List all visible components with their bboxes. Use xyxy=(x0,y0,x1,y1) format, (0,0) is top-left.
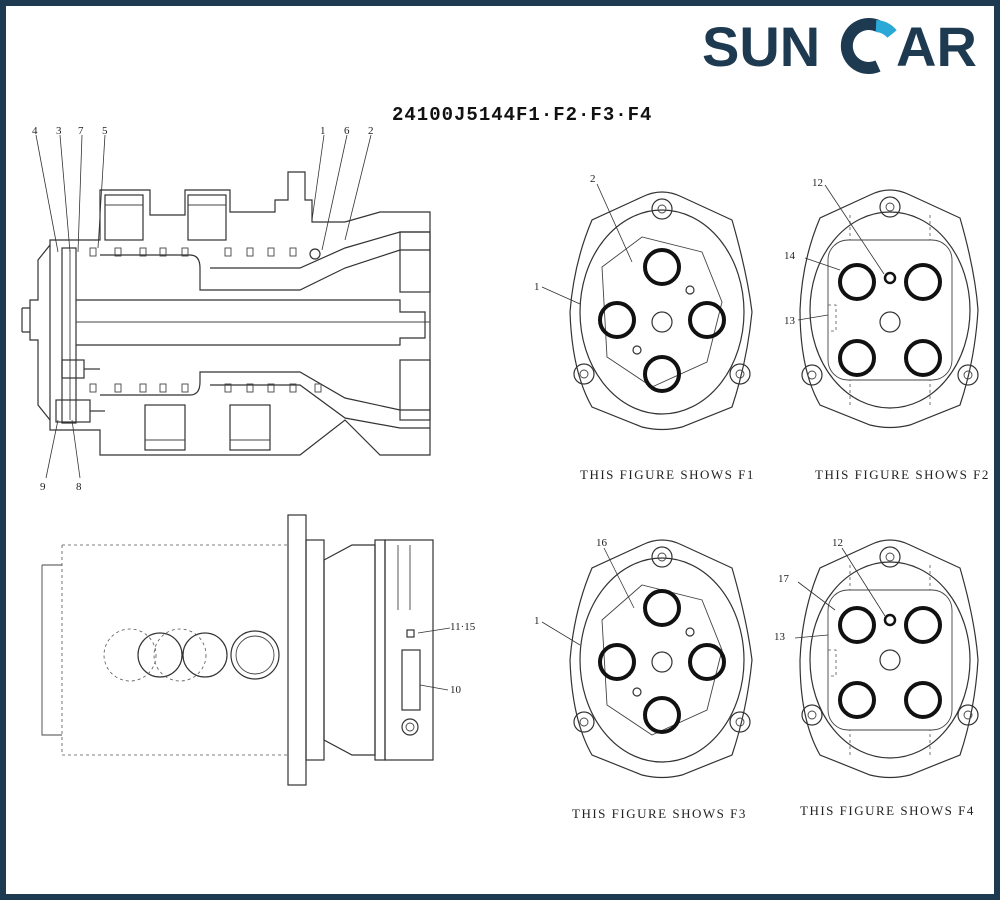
f4-caption: THIS FIGURE SHOWS F4 xyxy=(800,803,975,818)
f3-label-16: 16 xyxy=(596,537,608,549)
side-section-view: 4 3 7 5 1 6 2 9 8 xyxy=(21,125,431,493)
label-7: 7 xyxy=(78,125,84,137)
label-9: 9 xyxy=(40,481,46,493)
figure-f4: 12 17 13 xyxy=(774,537,979,779)
label-4: 4 xyxy=(32,125,38,137)
label-3: 3 xyxy=(56,125,62,137)
f4-label-12: 12 xyxy=(832,537,843,549)
logo-text-ar: AR xyxy=(896,15,977,78)
figure-f2: 12 14 13 xyxy=(784,177,979,429)
f1-label-1: 1 xyxy=(534,281,540,293)
label-8: 8 xyxy=(76,481,82,493)
logo-text-sun: SUN xyxy=(702,15,820,78)
f2-label-13: 13 xyxy=(784,315,796,327)
f1-label-2: 2 xyxy=(590,173,596,185)
drawing-number: 24100J5144F1·F2·F3·F4 xyxy=(392,104,652,126)
f4-label-17: 17 xyxy=(778,573,790,585)
label-10: 10 xyxy=(450,684,462,696)
label-5: 5 xyxy=(102,125,108,137)
figure-f3: 16 1 xyxy=(534,537,753,779)
suncar-logo: SUN AR xyxy=(702,15,977,78)
f4-label-13: 13 xyxy=(774,631,786,643)
f2-label-12: 12 xyxy=(812,177,823,189)
exterior-view: 11·15 10 xyxy=(41,514,476,786)
figure-f1: 2 1 xyxy=(534,173,753,431)
label-6: 6 xyxy=(344,125,350,137)
f2-label-14: 14 xyxy=(784,250,796,262)
label-1: 1 xyxy=(320,125,326,137)
f3-caption: THIS FIGURE SHOWS F3 xyxy=(572,806,747,821)
f1-caption: THIS FIGURE SHOWS F1 xyxy=(580,467,755,482)
label-11-15: 11·15 xyxy=(450,621,476,633)
logo-c-icon xyxy=(840,18,897,74)
label-2: 2 xyxy=(368,125,374,137)
f3-label-1: 1 xyxy=(534,615,540,627)
f2-caption: THIS FIGURE SHOWS F2 xyxy=(815,467,990,482)
